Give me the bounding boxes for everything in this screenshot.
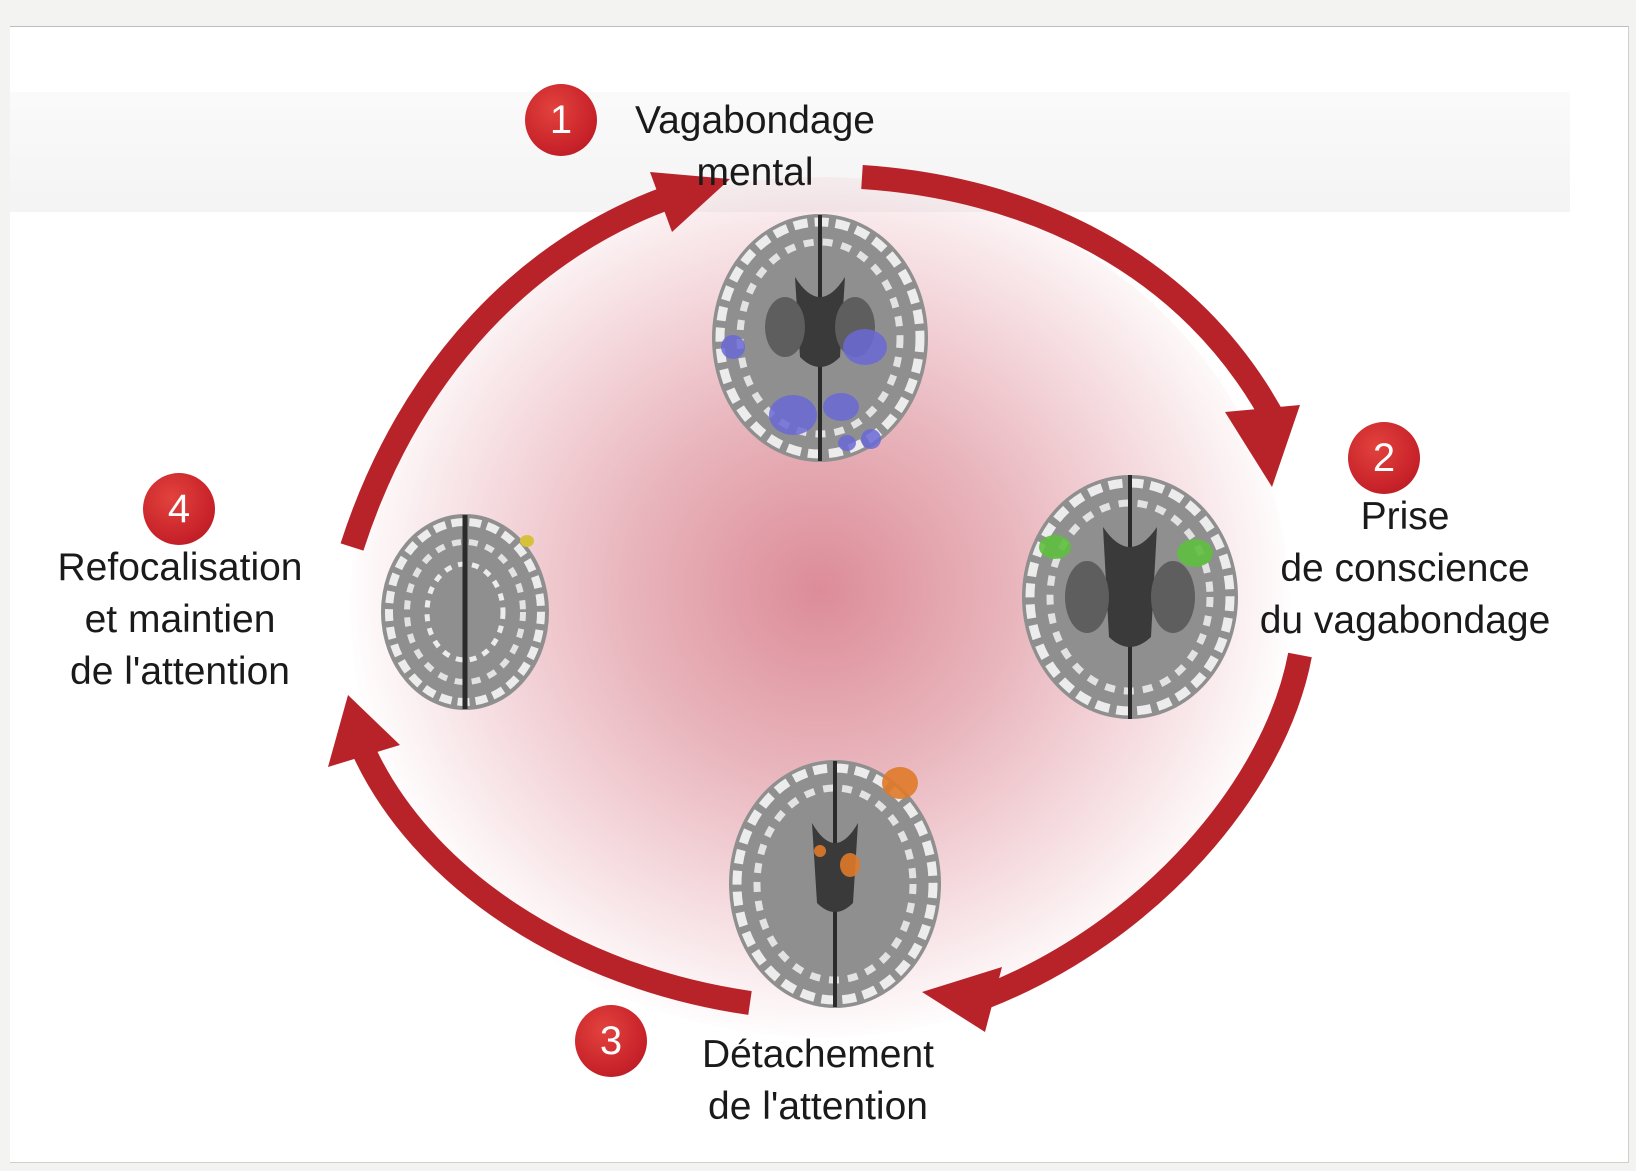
arrow-4-to-1	[352, 197, 670, 547]
brain-scan-4	[375, 507, 555, 717]
step-2-label: Prise de conscience du vagabondage	[1210, 491, 1600, 647]
arrow-3-to-4	[362, 747, 750, 1003]
step-4-label: Refocalisation et maintien de l'attentio…	[20, 542, 340, 698]
step-3-badge: 3	[575, 1005, 647, 1077]
brain-scan-3	[720, 753, 950, 1015]
step-2-badge: 2	[1348, 422, 1420, 494]
step-1-label: Vagabondage mental	[600, 95, 910, 199]
step-3-label: Détachement de l'attention	[668, 1029, 968, 1133]
brain-scan-1	[705, 207, 935, 469]
step-1-badge: 1	[525, 84, 597, 156]
figure-frame: 1 Vagabondage mental 2 Prise de conscien…	[10, 26, 1629, 1163]
step-4-badge: 4	[143, 473, 215, 545]
